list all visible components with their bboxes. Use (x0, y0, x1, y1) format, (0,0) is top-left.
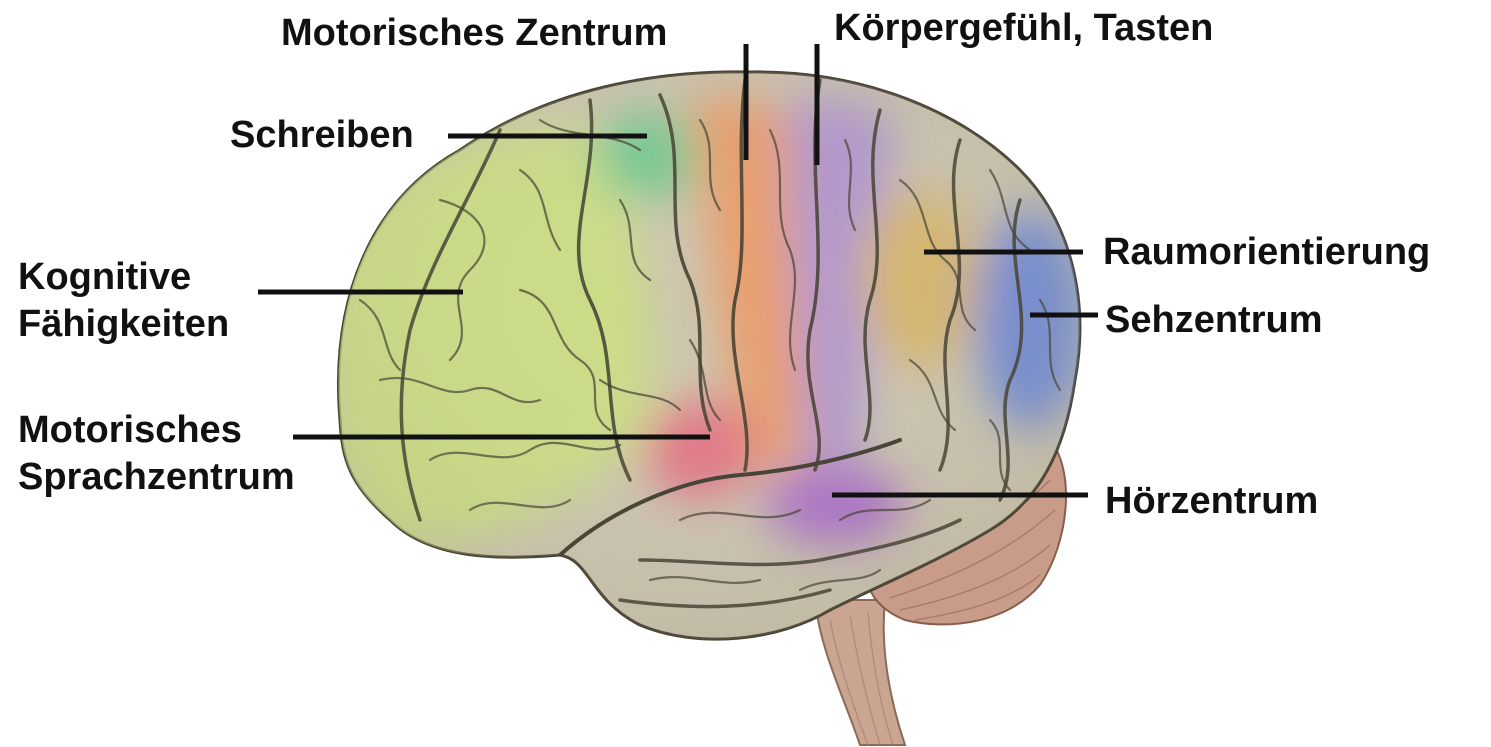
label-cognitive-line2: Fähigkeiten (18, 301, 229, 348)
label-vision: Sehzentrum (1105, 297, 1322, 344)
label-speech-line1: Motorisches (18, 407, 295, 454)
label-vision-text: Sehzentrum (1105, 297, 1322, 344)
label-hearing: Hörzentrum (1105, 478, 1318, 525)
label-writing-text: Schreiben (230, 112, 414, 159)
label-motor-center: Motorisches Zentrum (281, 10, 667, 57)
label-speech-line2: Sprachzentrum (18, 454, 295, 501)
label-hearing-text: Hörzentrum (1105, 478, 1318, 525)
label-speech: Motorisches Sprachzentrum (18, 407, 295, 501)
label-writing: Schreiben (230, 112, 414, 159)
label-spatial: Raumorientierung (1103, 229, 1430, 276)
label-cognitive: Kognitive Fähigkeiten (18, 254, 229, 348)
label-motor-center-text: Motorisches Zentrum (281, 10, 667, 57)
label-body-sense-text: Körpergefühl, Tasten (834, 5, 1213, 52)
label-body-sense: Körpergefühl, Tasten (834, 5, 1213, 52)
label-spatial-text: Raumorientierung (1103, 229, 1430, 276)
label-cognitive-line1: Kognitive (18, 254, 229, 301)
